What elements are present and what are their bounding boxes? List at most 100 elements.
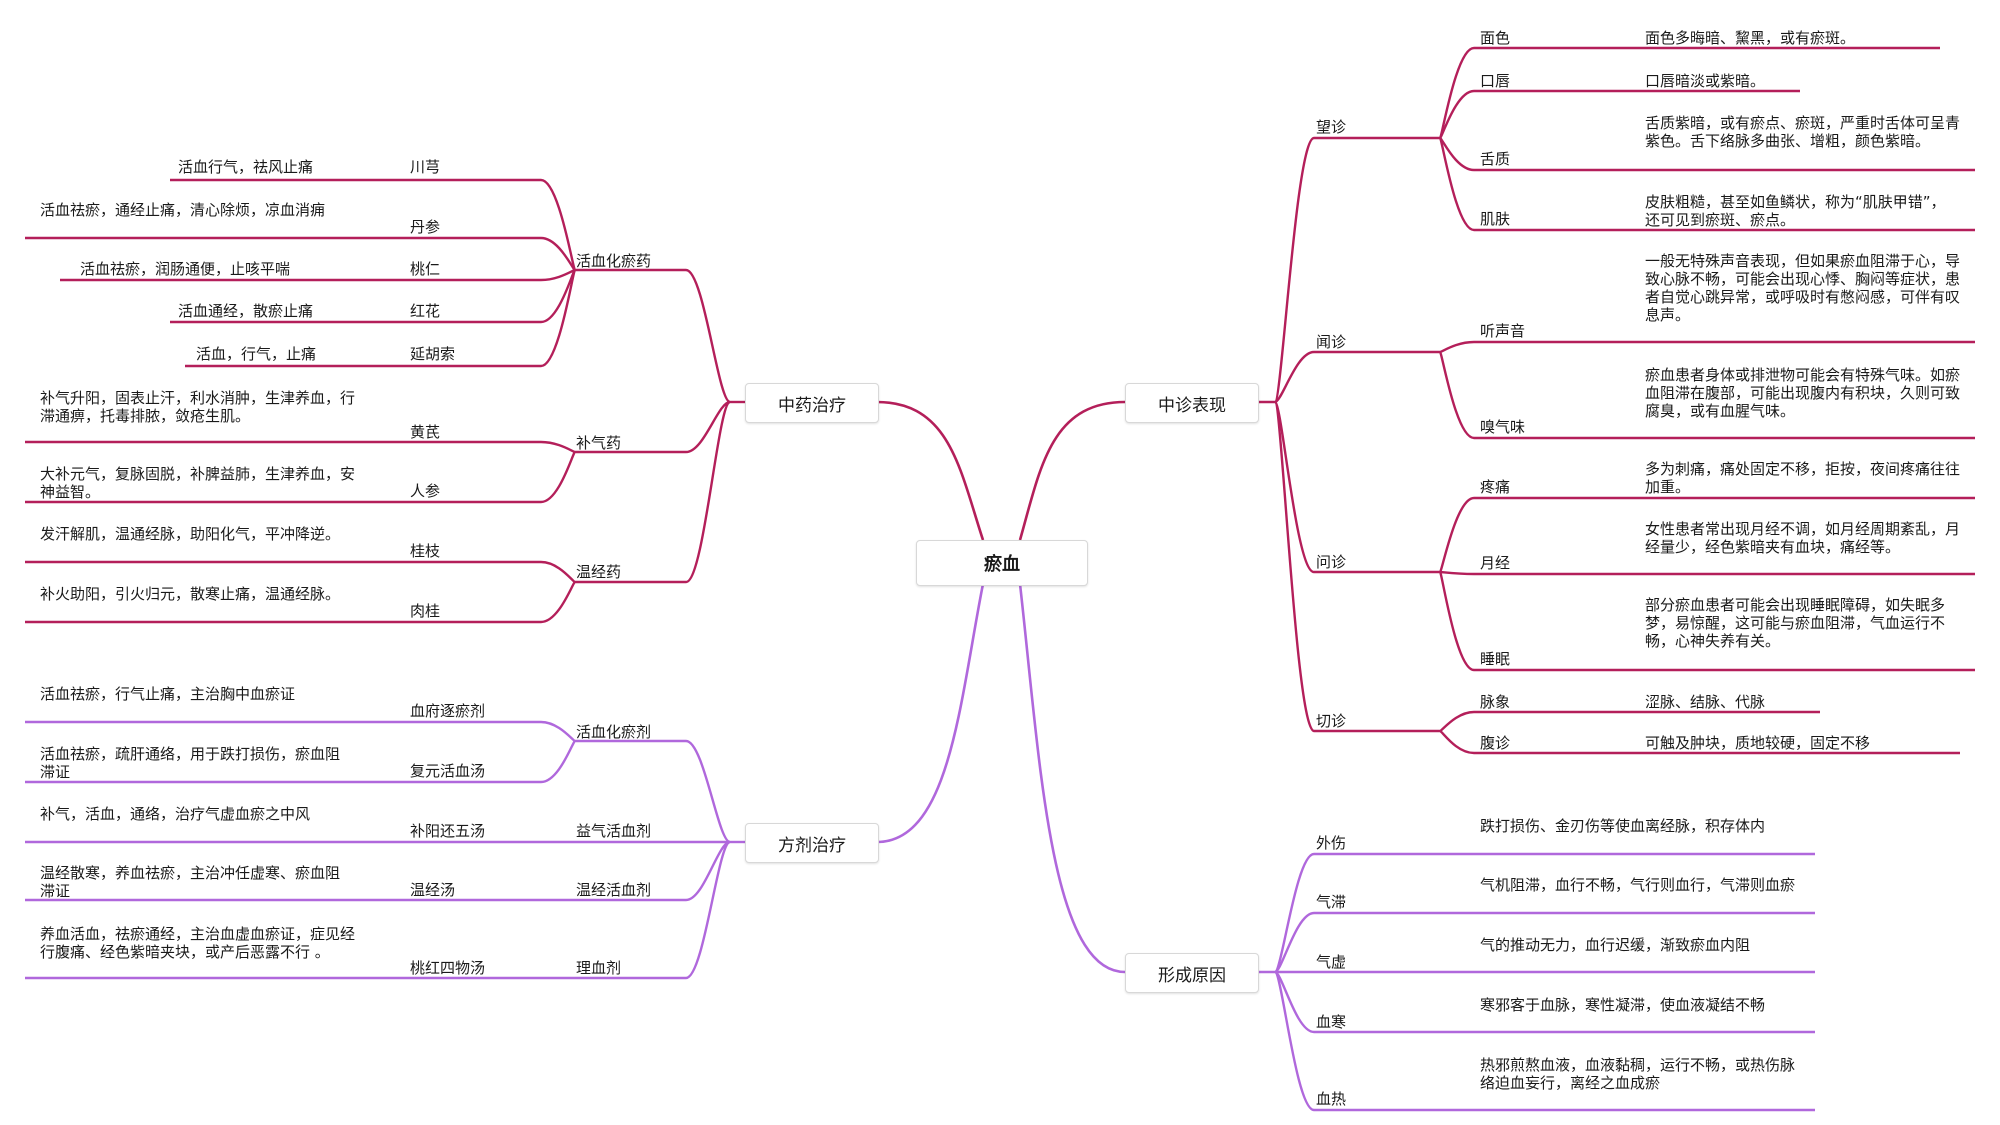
- branch-fangji-node[interactable]: 方剂治疗: [745, 823, 879, 863]
- connector-line: [575, 739, 731, 844]
- branch-zhenduan-node[interactable]: 中诊表现: [1125, 383, 1259, 423]
- connector-line: [1439, 729, 1960, 755]
- herb-desc: 大补元气，复脉固脱，补脾益肺，生津养血，安神益智。: [40, 465, 356, 501]
- connector-line: [25, 720, 576, 743]
- group-label[interactable]: 望诊: [1316, 118, 1347, 136]
- trunk-line: [876, 583, 985, 844]
- connector-line: [1439, 570, 1975, 576]
- connector-line: [1439, 340, 1975, 354]
- group-label[interactable]: 温经药: [576, 563, 622, 581]
- herb-name[interactable]: 川芎: [410, 158, 441, 176]
- connector-line: [575, 400, 731, 454]
- connector-line: [25, 580, 577, 624]
- group-label[interactable]: 闻诊: [1316, 333, 1347, 351]
- group-label[interactable]: 切诊: [1316, 712, 1347, 730]
- branch-zhongyao-node[interactable]: 中药治疗: [745, 383, 879, 423]
- herb-desc: 补气升阳，固表止汗，利水消肿，生津养血，行滞通痹，托毒排脓，敛疮生肌。: [40, 389, 356, 425]
- sign-name[interactable]: 腹诊: [1480, 734, 1511, 752]
- herb-name[interactable]: 黄芪: [410, 423, 441, 441]
- sign-name[interactable]: 月经: [1480, 554, 1511, 572]
- sign-name[interactable]: 面色: [1480, 29, 1511, 47]
- connector-line: [1438, 570, 1975, 672]
- sign-name[interactable]: 口唇: [1480, 72, 1511, 90]
- branch-yuanyin-node[interactable]: 形成原因: [1125, 953, 1259, 993]
- herb-name[interactable]: 红花: [410, 302, 441, 320]
- cause-desc: 跌打损伤、金刃伤等使血离经脉，积存体内: [1480, 817, 1766, 835]
- group-label[interactable]: 温经活血剂: [576, 881, 652, 899]
- formula-desc: 温经散寒，养血祛瘀，主治冲任虚寒、瘀血阻滞证: [40, 864, 341, 900]
- herb-desc: 发汗解肌，温通经脉，助阳化气，平冲降逆。: [40, 525, 341, 543]
- connector-line: [1274, 350, 1440, 404]
- sign-desc: 面色多晦暗、黧黑，或有瘀斑。: [1645, 29, 1856, 47]
- branch-fangji-label: 方剂治疗: [778, 835, 846, 856]
- cause-name[interactable]: 气虚: [1316, 953, 1347, 971]
- cause-desc: 气的推动无力，血行迟缓，渐致瘀血内阻: [1480, 936, 1751, 954]
- sign-desc: 舌质紫暗，或有瘀点、瘀斑，严重时舌体可呈青紫色。舌下络脉多曲张、增粗，颜色紫暗。: [1645, 114, 1961, 150]
- sign-name[interactable]: 脉象: [1480, 693, 1511, 711]
- formula-desc: 养血活血，祛瘀通经，主治血虚血瘀证，症见经行腹痛、经色紫暗夹块，或产后恶露不行 …: [40, 925, 356, 961]
- cause-name[interactable]: 外伤: [1316, 834, 1347, 852]
- trunk-line: [1018, 400, 1126, 541]
- cause-name[interactable]: 血寒: [1316, 1013, 1347, 1031]
- formula-desc: 活血祛瘀，行气止痛，主治胸中血瘀证: [40, 685, 296, 703]
- sign-desc: 女性患者常出现月经不调，如月经周期紊乱，月经量少，经色紫暗夹有血块，痛经等。: [1645, 520, 1961, 556]
- cause-name[interactable]: 血热: [1316, 1090, 1347, 1108]
- center-node[interactable]: 瘀血: [916, 540, 1088, 586]
- cause-desc: 热邪煎熬血液，血液黏稠，运行不畅，或热伤脉络迫血妄行，离经之血成瘀: [1480, 1056, 1796, 1092]
- connector-line: [1438, 496, 1975, 574]
- connector-line: [25, 450, 577, 504]
- sign-name[interactable]: 听声音: [1480, 322, 1526, 340]
- connector-line: [25, 739, 577, 784]
- formula-name[interactable]: 桃红四物汤: [410, 959, 486, 977]
- connector-line: [25, 560, 576, 584]
- herb-name[interactable]: 肉桂: [410, 602, 441, 620]
- formula-name[interactable]: 复元活血汤: [410, 762, 486, 780]
- connector-line: [25, 440, 576, 454]
- branch-zhenduan-label: 中诊表现: [1158, 395, 1226, 416]
- sign-name[interactable]: 嗅气味: [1480, 418, 1526, 436]
- herb-desc: 补火助阳，引火归元，散寒止痛，温通经脉。: [40, 585, 341, 603]
- cause-name[interactable]: 气滞: [1316, 893, 1347, 911]
- connector-line: [25, 236, 577, 272]
- group-label[interactable]: 问诊: [1316, 553, 1347, 571]
- connector-line: [575, 268, 732, 404]
- group-label[interactable]: 理血剂: [576, 959, 622, 977]
- center-label: 瘀血: [984, 554, 1020, 575]
- sign-name[interactable]: 睡眠: [1480, 650, 1511, 668]
- sign-name[interactable]: 疼痛: [1480, 478, 1511, 496]
- herb-desc: 活血行气，祛风止痛: [178, 158, 314, 176]
- cause-desc: 气机阻滞，血行不畅，气行则血行，气滞则血瘀: [1480, 876, 1796, 894]
- herb-desc: 活血祛瘀，润肠通便，止咳平喘: [80, 260, 291, 278]
- branch-zhongyao-label: 中药治疗: [778, 395, 846, 416]
- herb-name[interactable]: 桃仁: [410, 260, 441, 278]
- connector-line: [185, 268, 577, 368]
- sign-desc: 可触及肿块，质地较硬，固定不移: [1645, 734, 1871, 752]
- group-label[interactable]: 益气活血剂: [576, 822, 652, 840]
- sign-desc: 部分瘀血患者可能会出现睡眠障碍，如失眠多梦，易惊醒，这可能与瘀血阻滞，气血运行不…: [1645, 596, 1946, 650]
- formula-name[interactable]: 温经汤: [410, 881, 456, 899]
- connector-line: [1274, 911, 1815, 974]
- formula-name[interactable]: 血府逐瘀剂: [410, 702, 486, 720]
- herb-name[interactable]: 延胡索: [410, 345, 456, 363]
- group-label[interactable]: 补气药: [576, 434, 622, 452]
- connector-line: [1273, 852, 1815, 974]
- connector-line: [575, 840, 731, 902]
- sign-name[interactable]: 肌肤: [1480, 210, 1511, 228]
- connector-line: [1438, 136, 1975, 232]
- herb-name[interactable]: 丹参: [410, 218, 441, 236]
- trunk-line: [876, 400, 985, 541]
- cause-desc: 寒邪客于血脉，寒性凝滞，使血液凝结不畅: [1480, 996, 1766, 1014]
- formula-name[interactable]: 补阳还五汤: [410, 822, 486, 840]
- connector-line: [575, 400, 732, 584]
- formula-desc: 补气，活血，通络，治疗气虚血瘀之中风: [40, 805, 311, 823]
- sign-name[interactable]: 舌质: [1480, 150, 1511, 168]
- connector-line: [1273, 970, 1815, 1112]
- connector-line: [1273, 400, 1440, 574]
- sign-desc: 多为刺痛，痛处固定不移，拒按，夜间疼痛往往加重。: [1645, 460, 1961, 496]
- group-label[interactable]: 活血化瘀药: [576, 252, 652, 270]
- group-label[interactable]: 活血化瘀剂: [576, 723, 652, 741]
- herb-name[interactable]: 人参: [410, 482, 441, 500]
- herb-name[interactable]: 桂枝: [410, 542, 441, 560]
- trunk-line: [1018, 583, 1126, 974]
